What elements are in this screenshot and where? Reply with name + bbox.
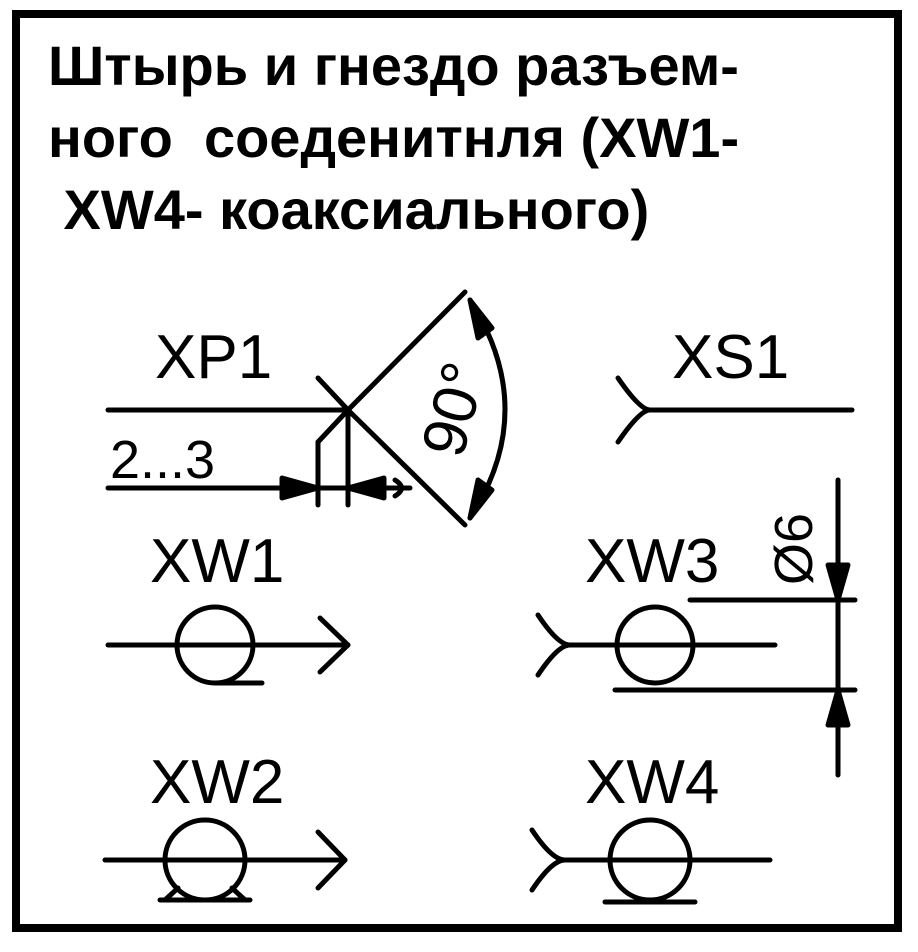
label-xw4: XW4 — [585, 748, 719, 817]
label-xw1: XW1 — [150, 527, 284, 596]
xw4-symbol — [529, 817, 773, 905]
label-xw3: XW3 — [585, 527, 719, 596]
diameter-arrow-bottom — [825, 687, 851, 728]
xw2-symbol — [102, 817, 348, 903]
label-xp1: XP1 — [155, 323, 272, 392]
angle-arrow-bottom — [467, 477, 495, 521]
xp1-construction-upper — [345, 289, 468, 413]
xw3-symbol — [535, 477, 858, 778]
dimension-arrow-left — [345, 475, 387, 501]
xw1-arrowhead — [317, 615, 351, 675]
xs1-socket-symbol — [615, 375, 855, 445]
diameter-arrow-top — [825, 562, 851, 603]
xp1-construction-lower — [345, 407, 468, 528]
xw4-socket-fork — [529, 827, 568, 893]
title-line-1: Штырь и гнездо разъем- — [48, 34, 739, 97]
label-range: 2...3 — [110, 430, 215, 490]
angle-arrow-top — [467, 297, 495, 341]
dimension-arrow-right — [279, 475, 321, 501]
title-line-2: ного соеденитнля (XW1- — [48, 106, 740, 169]
title-line-3: XW4- коаксиального) — [48, 178, 650, 241]
label-xw2: XW2 — [150, 748, 284, 817]
xw3-circle — [614, 604, 696, 686]
label-xs1: XS1 — [672, 323, 789, 392]
diagram-frame — [12, 10, 902, 932]
diagram-title: Штырь и гнездо разъем- ного соеденитнля … — [48, 30, 868, 246]
xw3-socket-fork — [535, 612, 573, 678]
label-diameter: Ø6 — [764, 513, 824, 585]
xw2-arrowhead — [315, 829, 348, 891]
xp1-pin-symbol — [105, 289, 508, 528]
xs1-socket-fork — [615, 375, 653, 445]
label-angle: 90° — [409, 355, 500, 463]
xw1-symbol — [105, 604, 351, 686]
